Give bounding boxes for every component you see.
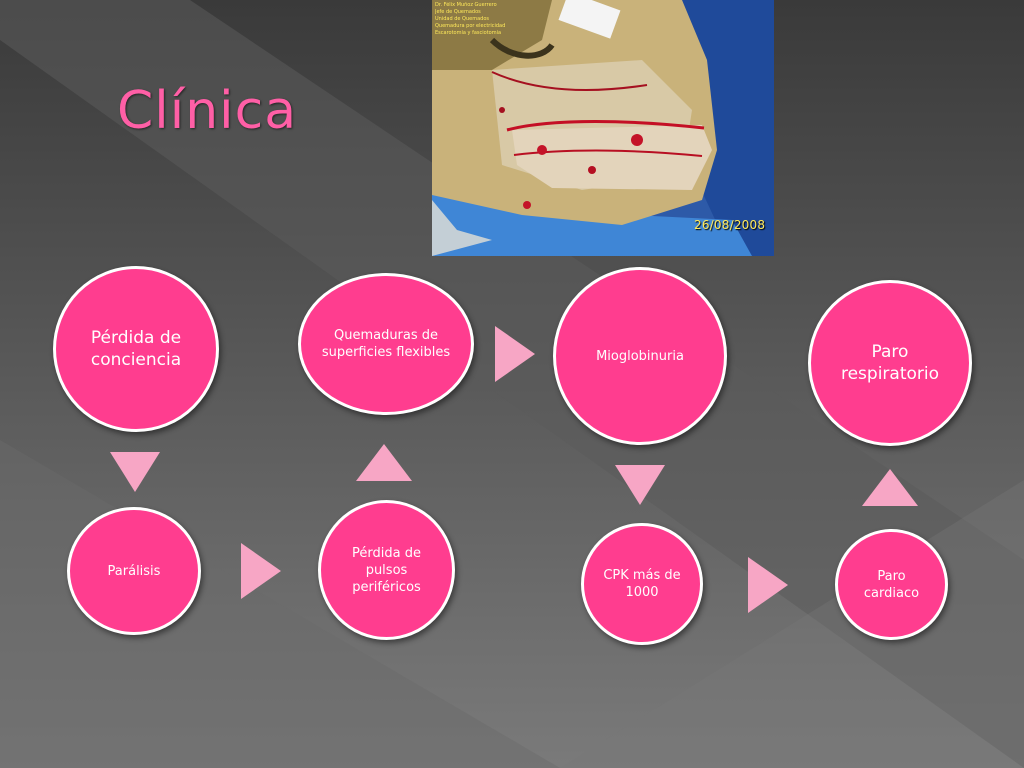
node-label: Parálisis [107, 563, 161, 579]
burn-wound-photo [432, 0, 774, 256]
node-mioglobinuria: Mioglobinuria [553, 267, 727, 445]
node-quemaduras: Quemaduras de superficies flexibles [298, 273, 474, 415]
photo-caption-line: Quemadura por electricidad [435, 23, 506, 29]
node-label: Pérdida de pulsos periféricos [352, 545, 421, 595]
photo-caption-line: Jefe de Quemados [435, 9, 481, 15]
arrow-up-icon [356, 444, 412, 481]
node-paralisis: Parálisis [67, 507, 201, 635]
node-label: Paro cardiaco [863, 568, 920, 601]
arrow-right-icon [241, 543, 281, 599]
photo-caption-line: Escarotomía y fasciotomía [435, 30, 502, 36]
photo-caption-line: Dr. Félix Muñoz Guerrero [435, 2, 497, 8]
node-label: Paro respiratorio [840, 342, 940, 384]
slide-title: Clínica [117, 81, 298, 141]
node-label: Pérdida de conciencia [90, 328, 182, 370]
photo-caption: Dr. Félix Muñoz Guerrero Jefe de Quemado… [435, 2, 545, 37]
node-perdida-de-conciencia: Pérdida de conciencia [53, 266, 219, 432]
node-label: Quemaduras de superficies flexibles [321, 328, 451, 360]
arrow-right-icon [748, 557, 788, 613]
node-cpk: CPK más de 1000 [581, 523, 703, 645]
photo-caption-line: Unidad de Quemados [435, 16, 490, 22]
node-label: Mioglobinuria [596, 348, 684, 364]
arrow-right-icon [495, 326, 535, 382]
node-paro-respiratorio: Paro respiratorio [808, 280, 972, 446]
arrow-down-icon [615, 465, 665, 505]
photo-date-stamp: 26/08/2008 [694, 218, 766, 232]
node-label: CPK más de 1000 [603, 568, 681, 600]
arrow-down-icon [110, 452, 160, 492]
node-paro-cardiaco: Paro cardiaco [835, 529, 948, 640]
node-perdida-de-pulsos: Pérdida de pulsos periféricos [318, 500, 455, 640]
arrow-up-icon [862, 469, 918, 506]
